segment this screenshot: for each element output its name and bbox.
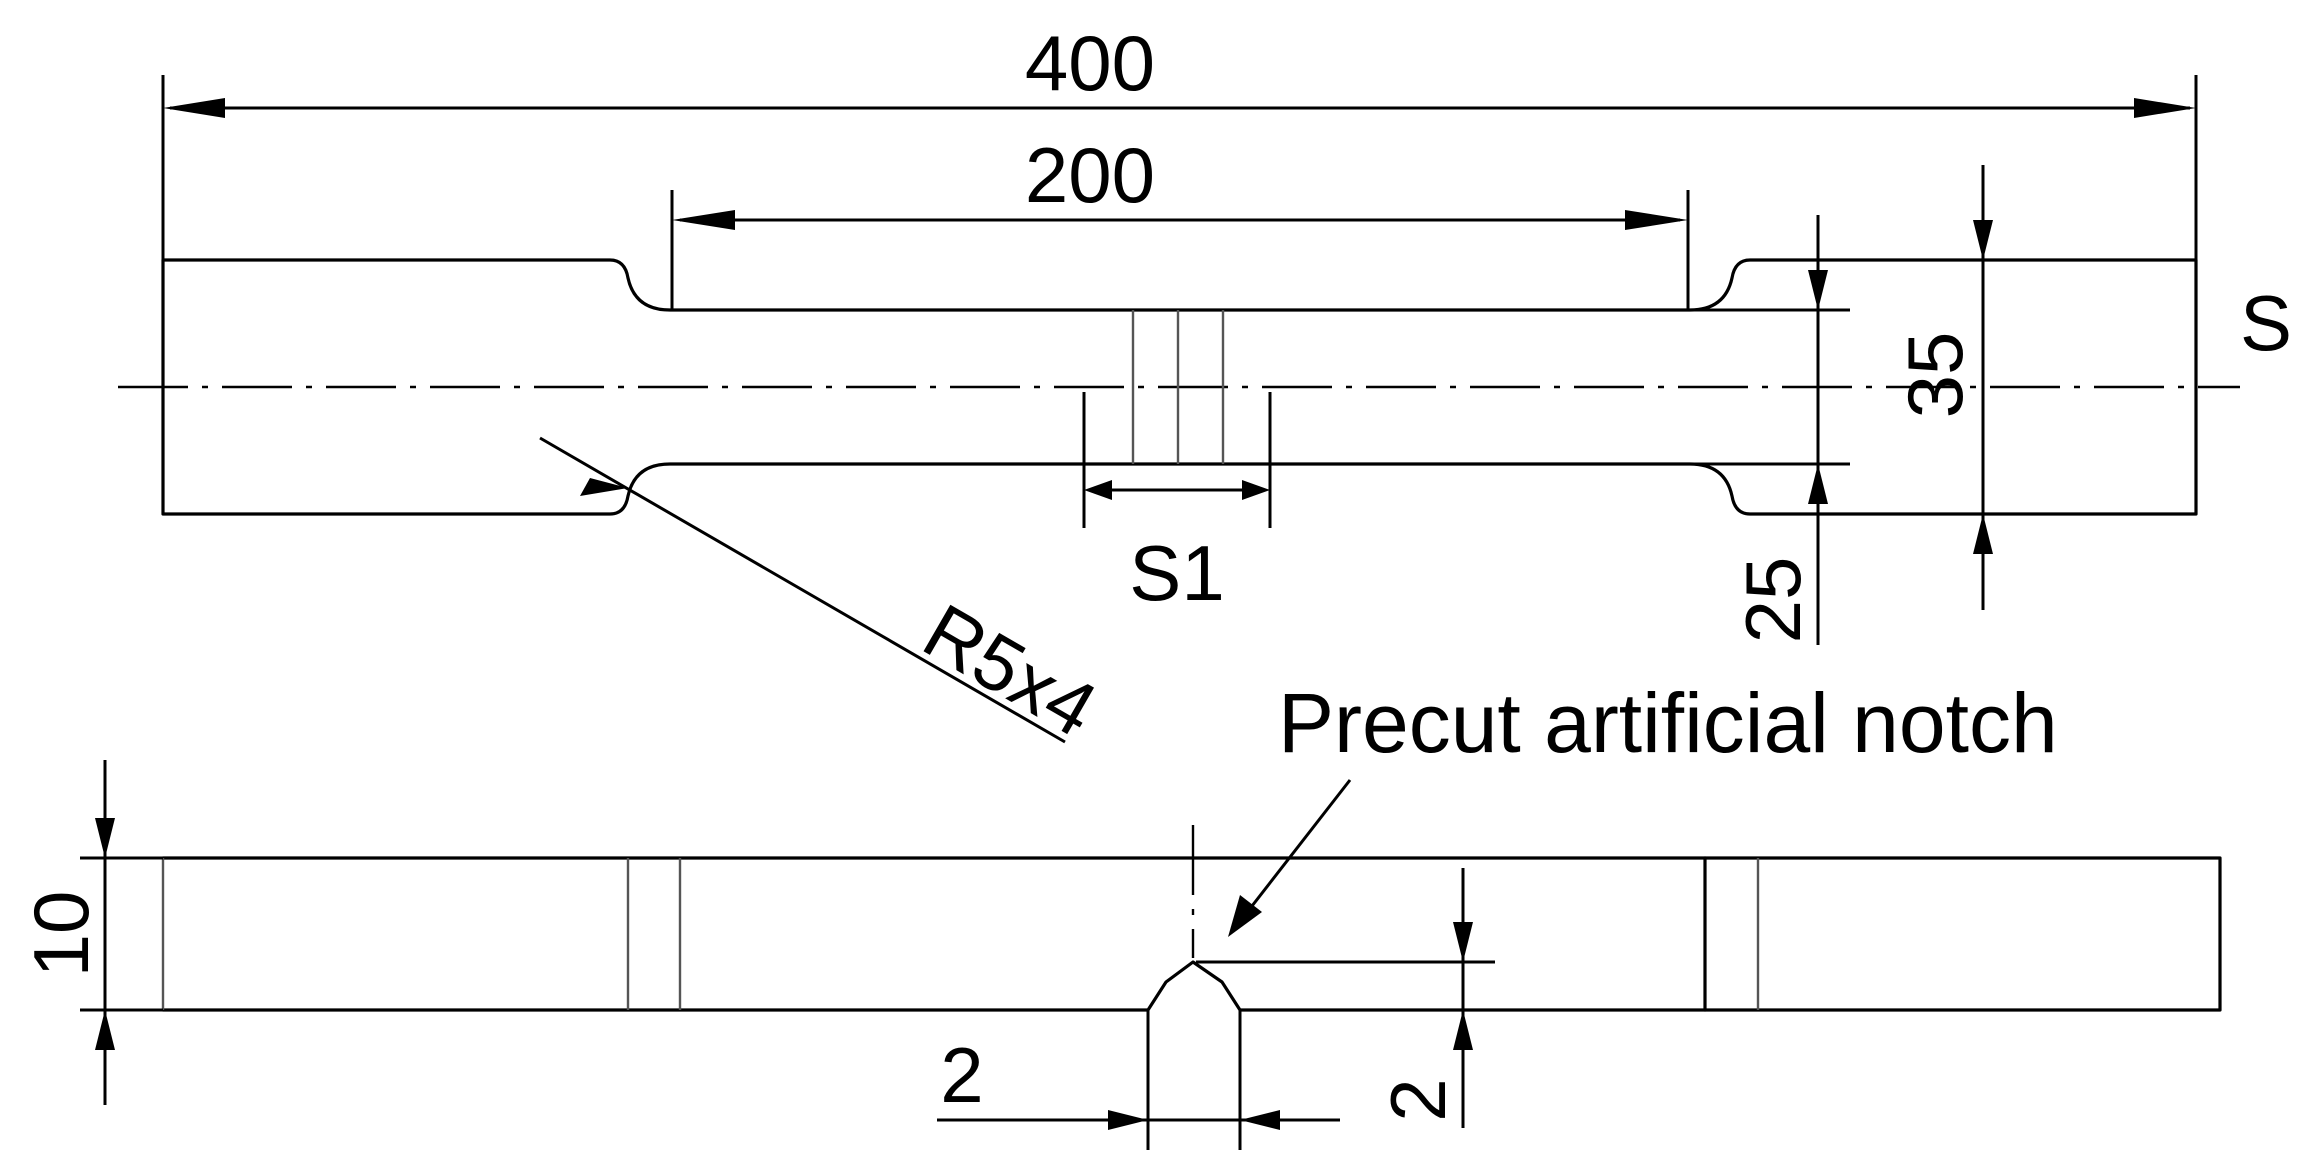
radius-arrow (580, 478, 628, 496)
depth-arrow-top (1453, 922, 1473, 962)
dim-400-label: 400 (1025, 19, 1155, 107)
dim-10-label: 10 (17, 891, 105, 978)
width-arrow-left (1108, 1110, 1148, 1130)
s1-label: S1 (1129, 529, 1224, 617)
dim-25-label: 25 (1729, 557, 1817, 644)
dim-10-arrow-bottom (95, 1010, 115, 1050)
dim-200-label: 200 (1025, 131, 1155, 219)
dim-200-arrow-right (1625, 210, 1688, 230)
dim-25-arrow-top (1808, 270, 1828, 310)
notch-depth-label: 2 (1374, 1078, 1462, 1121)
s1-arrow-left (1084, 480, 1112, 500)
dim-400-arrow-right (2134, 98, 2196, 118)
top-view: S1 400 200 25 35 S R5x4 (118, 19, 2292, 754)
notch-leader-arrow (1228, 895, 1262, 937)
dim-400-arrow-left (163, 98, 225, 118)
radius-leader (539, 436, 1066, 744)
dim-35-arrow-top (1973, 220, 1993, 260)
depth-arrow-bottom (1453, 1010, 1473, 1050)
dim-35-arrow-bottom (1973, 514, 1993, 554)
dim-10-arrow-top (95, 818, 115, 858)
notch-leader (1243, 779, 1352, 916)
side-view-outline (161, 856, 2222, 1012)
s1-arrow-right (1242, 480, 1270, 500)
dim-200-arrow-left (672, 210, 735, 230)
radius-label: R5x4 (910, 587, 1112, 754)
notch-annotation: Precut artificial notch (1278, 676, 2058, 770)
dim-25-arrow-bottom (1808, 464, 1828, 504)
s-label: S (2240, 279, 2292, 367)
dim-35-label: 35 (1891, 332, 1979, 419)
width-arrow-right (1240, 1110, 1280, 1130)
notch-width-label: 2 (940, 1031, 983, 1119)
side-view: 10 2 2 Precut artificial notch (17, 676, 2222, 1150)
